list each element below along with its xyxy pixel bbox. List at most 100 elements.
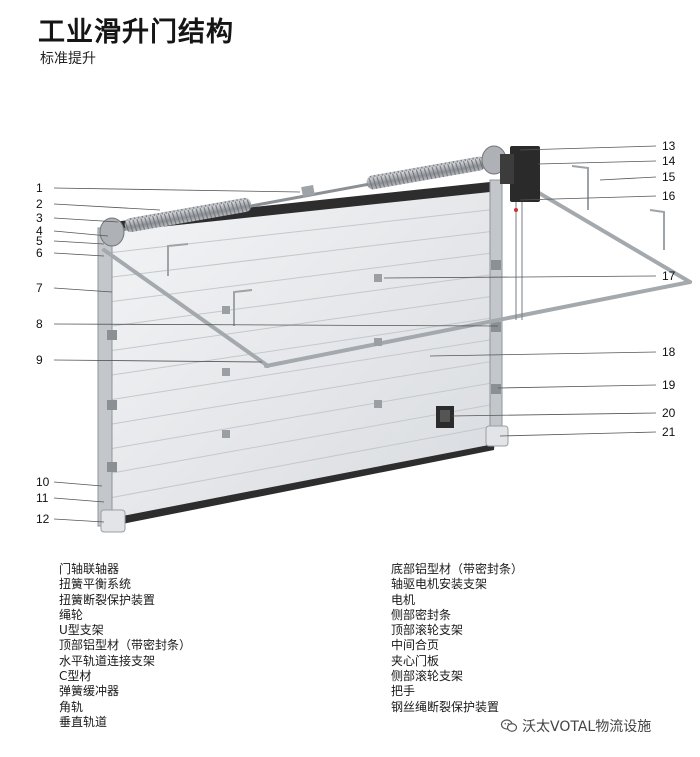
callout-number: 17	[662, 269, 676, 283]
callout-leader	[53, 481, 103, 487]
callout-leader	[429, 351, 657, 357]
panel-groove	[111, 360, 493, 425]
callout-leader	[599, 176, 657, 181]
callout-leader	[383, 275, 657, 279]
panel-groove	[111, 404, 493, 474]
callout-leader	[497, 384, 657, 389]
legend-item: 夹心门板	[391, 653, 440, 668]
callout-leader	[53, 323, 499, 327]
legend-item: 角轨	[59, 699, 84, 714]
callout-number: 8	[36, 317, 43, 331]
legend-item: 顶部滚轮支架	[391, 623, 464, 638]
legend-item: 钢丝绳断裂保护装置	[391, 699, 500, 714]
callout-number: 2	[36, 197, 43, 211]
page-title: 工业滑升门结构	[38, 17, 234, 48]
callout-number: 20	[662, 406, 676, 420]
panel-groove	[111, 252, 493, 302]
side-roller	[107, 400, 117, 410]
callout-leader	[53, 252, 105, 257]
middle-hinge	[222, 368, 230, 376]
panel-groove	[111, 382, 493, 449]
side-roller	[107, 462, 117, 472]
legend-right-column: 底部铝型材（带密封条）轴驱电机安装支架电机侧部密封条顶部滚轮支架中间合页夹心门板…	[391, 562, 523, 715]
callout-number: 6	[36, 246, 43, 260]
torsion-spring-left	[124, 197, 252, 233]
legend-item: 轴驱电机安装支架	[391, 577, 488, 592]
legend-item: 弹簧缓冲器	[59, 684, 120, 699]
middle-hinge	[222, 430, 230, 438]
legend-item: 水平轨道连接支架	[59, 653, 156, 668]
callout-leader	[53, 203, 161, 211]
legend-item: 扭簧断裂保护装置	[59, 592, 156, 607]
callout-number: 5	[36, 234, 43, 248]
callout-leader	[53, 240, 105, 245]
callout-number: 3	[36, 211, 43, 225]
panel-groove	[111, 274, 493, 327]
side-roller	[491, 384, 501, 394]
panel-groove	[111, 425, 493, 498]
middle-hinge	[374, 338, 382, 346]
callout-leader	[53, 497, 105, 503]
callout-number: 10	[36, 475, 50, 489]
middle-hinge	[222, 306, 230, 314]
middle-hinge	[374, 274, 382, 282]
side-rollers	[107, 260, 501, 472]
page-subtitle: 标准提升	[40, 51, 96, 67]
panel-groove	[111, 317, 493, 376]
callout-leader	[53, 187, 301, 193]
callout-leader	[519, 145, 657, 151]
callout-leader	[53, 359, 263, 363]
callout-number: 12	[36, 512, 50, 526]
callout-number: 13	[662, 139, 676, 153]
legend-item: 电机	[391, 592, 416, 607]
legend-item: U型支架	[59, 623, 104, 638]
legend-item: 把手	[391, 684, 416, 699]
torsion-spring-right	[366, 156, 486, 190]
middle-hinges	[222, 274, 382, 438]
watermark: 沃太VOTAL物流设施	[500, 716, 651, 736]
callout-leader	[519, 195, 657, 201]
callout-number: 15	[662, 170, 676, 184]
callout-number: 14	[662, 154, 676, 168]
callout-leader	[53, 518, 105, 523]
callout-number: 19	[662, 378, 676, 392]
middle-hinge	[374, 400, 382, 408]
vertical-track-right	[485, 179, 509, 447]
side-roller	[491, 322, 501, 332]
callout-leader	[537, 160, 657, 165]
door-panel	[111, 182, 495, 526]
legend-item: 门轴联轴器	[59, 562, 120, 576]
panel-grooves	[111, 209, 493, 498]
legend-item: C型材	[59, 669, 92, 684]
motor-unit	[500, 146, 540, 320]
wechat-icon	[500, 719, 518, 732]
panel-groove	[111, 230, 493, 278]
side-roller	[107, 330, 117, 340]
legend-item: 顶部铝型材（带密封条）	[59, 638, 192, 653]
callout-number: 16	[662, 189, 676, 203]
u-brackets	[167, 165, 665, 326]
legend-item: 侧部密封条	[391, 607, 452, 622]
callout-number: 18	[662, 345, 676, 359]
legend-item: 侧部滚轮支架	[391, 669, 464, 684]
watermark-text: 沃太VOTAL物流设施	[522, 719, 652, 735]
door-handle	[436, 406, 454, 428]
panel-groove	[111, 295, 493, 351]
side-roller	[491, 260, 501, 270]
callout-leader	[499, 431, 657, 437]
callout-leader	[53, 230, 109, 237]
callout-leader	[53, 217, 119, 223]
callout-number: 1	[36, 181, 43, 195]
panel-groove	[111, 339, 493, 400]
legend-item: 扭簧平衡系统	[59, 577, 132, 592]
callout-number: 21	[662, 425, 676, 439]
legend-item: 中间合页	[391, 638, 440, 653]
callout-number: 9	[36, 353, 43, 367]
callout-leader	[451, 412, 657, 417]
callout-number: 4	[36, 224, 43, 238]
callout-number: 11	[36, 491, 49, 505]
legend-item: 绳轮	[59, 607, 84, 622]
